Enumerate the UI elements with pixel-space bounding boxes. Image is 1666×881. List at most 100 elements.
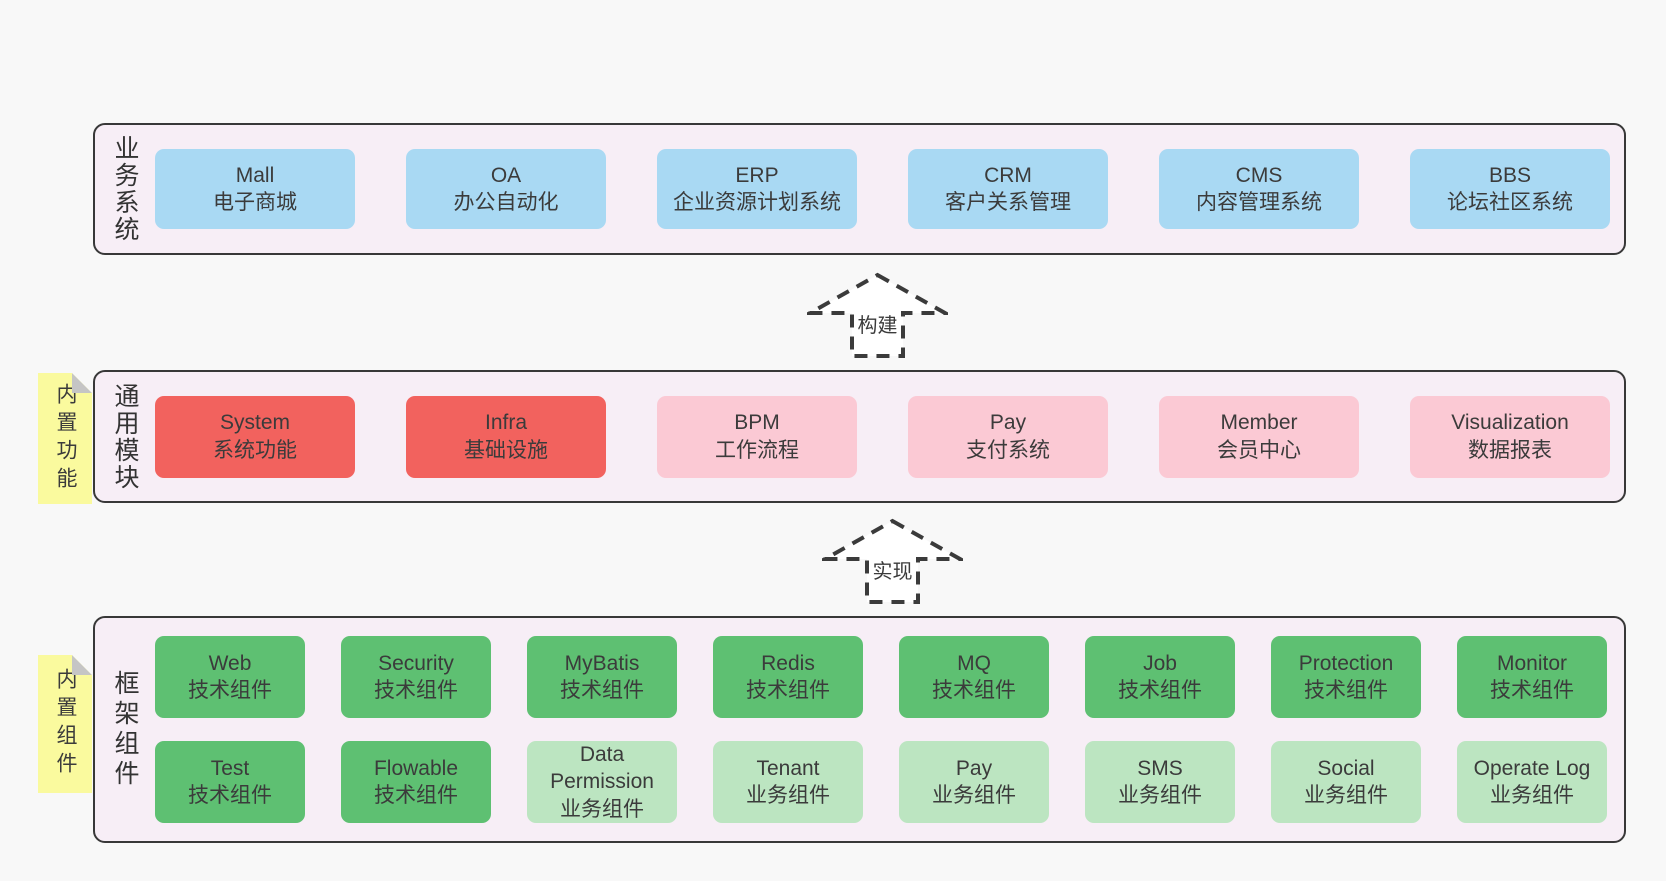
tier-rows: Web 技术组件 Security 技术组件 MyBatis 技术组件 Redi… [155, 618, 1624, 841]
box-title: Visualization [1451, 411, 1569, 435]
box-title: CMS [1235, 163, 1283, 187]
box-title: Infra [484, 411, 528, 435]
box-subtitle: 业务组件 [1490, 784, 1574, 807]
box-title: System [219, 411, 290, 435]
box-title: Member [1220, 411, 1298, 435]
up-arrow-shape [807, 272, 948, 358]
build-arrow: 构建 [807, 272, 948, 359]
up-arrow-icon: 实现 [822, 518, 963, 604]
box-security: Security 技术组件 [341, 636, 491, 718]
box-subtitle: 技术组件 [1304, 679, 1388, 702]
sticky-note-builtin-components: 内置组件 [38, 655, 92, 793]
box-subtitle: 技术组件 [188, 784, 272, 807]
sticky-note-builtin-features: 内置功能 [38, 373, 92, 504]
box-tenant: Tenant 业务组件 [713, 741, 863, 823]
box-subtitle: 工作流程 [715, 438, 799, 462]
tier-label-business-systems: 业务系统 [111, 135, 139, 243]
box-subtitle: 会员中心 [1217, 438, 1301, 462]
box-subtitle: 技术组件 [374, 784, 458, 807]
sticky-note-text: 内置组件 [54, 668, 77, 780]
tier-common-modules: 通用模块 System 系统功能 Infra 基础设施 BPM 工作流程 Pay… [93, 370, 1626, 503]
sticky-note-text: 内置功能 [54, 382, 77, 495]
box-title: Protection [1298, 651, 1394, 675]
box-social: Social 业务组件 [1271, 741, 1421, 823]
box-visualization: Visualization 数据报表 [1410, 395, 1610, 478]
box-row: System 系统功能 Infra 基础设施 BPM 工作流程 Pay 支付系统… [155, 395, 1610, 478]
box-operate-log: Operate Log 业务组件 [1457, 741, 1607, 823]
box-title: CRM [984, 163, 1032, 187]
box-member: Member 会员中心 [1159, 395, 1359, 478]
box-erp: ERP 企业资源计划系统 [657, 149, 857, 229]
box-pay-component: Pay 业务组件 [899, 741, 1049, 823]
box-subtitle: 企业资源计划系统 [673, 191, 841, 214]
implement-arrow: 实现 [822, 518, 963, 605]
tier-business-systems: 业务系统 Mall 电子商城 OA 办公自动化 ERP 企业资源计划系统 CRM… [93, 123, 1626, 255]
tier-rows: Mall 电子商城 OA 办公自动化 ERP 企业资源计划系统 CRM 客户关系… [155, 125, 1626, 253]
box-row: Web 技术组件 Security 技术组件 MyBatis 技术组件 Redi… [155, 636, 1608, 718]
box-subtitle: 系统功能 [213, 438, 297, 462]
box-mq: MQ 技术组件 [899, 636, 1049, 718]
box-data-permission: Data Permission 业务组件 [527, 741, 677, 823]
box-subtitle: 技术组件 [746, 679, 830, 702]
box-title: Operate Log [1473, 756, 1591, 780]
box-subtitle: 业务组件 [1304, 784, 1388, 807]
tier-rows: System 系统功能 Infra 基础设施 BPM 工作流程 Pay 支付系统… [155, 372, 1626, 501]
box-title: Monitor [1496, 651, 1568, 675]
box-subtitle: 内容管理系统 [1196, 191, 1322, 214]
box-job: Job 技术组件 [1085, 636, 1235, 718]
build-arrow-label: 构建 [858, 314, 898, 337]
box-flowable: Flowable 技术组件 [341, 741, 491, 823]
box-title: Flowable [373, 756, 459, 780]
box-title: MQ [957, 651, 991, 675]
box-title: Job [1143, 651, 1177, 675]
tier-label-framework-components: 框架组件 [111, 669, 139, 790]
box-mybatis: MyBatis 技术组件 [527, 636, 677, 718]
box-title: Tenant [756, 756, 820, 780]
box-subtitle: 技术组件 [932, 679, 1016, 702]
box-title: Security [378, 651, 454, 675]
box-mall: Mall 电子商城 [155, 149, 355, 229]
box-subtitle: 数据报表 [1468, 438, 1552, 462]
box-web: Web 技术组件 [155, 636, 305, 718]
box-title: BPM [734, 411, 780, 435]
box-title: BBS [1488, 163, 1532, 187]
box-subtitle: 业务组件 [746, 784, 830, 807]
box-subtitle: 技术组件 [1118, 679, 1202, 702]
box-title: Social [1317, 756, 1375, 780]
box-crm: CRM 客户关系管理 [908, 149, 1108, 229]
up-arrow-shape [822, 518, 963, 604]
box-title: Test [210, 756, 250, 780]
box-title: Web [208, 651, 252, 675]
box-infra: Infra 基础设施 [406, 395, 606, 478]
box-pay-module: Pay 支付系统 [908, 395, 1108, 478]
box-subtitle: 支付系统 [966, 438, 1050, 462]
box-subtitle: 技术组件 [1490, 679, 1574, 702]
box-title: Pay [955, 756, 993, 780]
tier-framework-components: 框架组件 Web 技术组件 Security 技术组件 MyBatis 技术组件… [93, 616, 1626, 843]
box-subtitle: 业务组件 [560, 797, 644, 821]
box-row: Mall 电子商城 OA 办公自动化 ERP 企业资源计划系统 CRM 客户关系… [155, 149, 1610, 229]
box-monitor: Monitor 技术组件 [1457, 636, 1607, 718]
box-redis: Redis 技术组件 [713, 636, 863, 718]
box-title: OA [490, 163, 522, 187]
box-subtitle: 客户关系管理 [945, 191, 1071, 214]
box-subtitle: 业务组件 [1118, 784, 1202, 807]
box-title: MyBatis [564, 651, 640, 675]
box-subtitle: 基础设施 [464, 438, 548, 462]
box-subtitle: 论坛社区系统 [1447, 191, 1573, 214]
box-title: ERP [735, 163, 779, 187]
box-subtitle: 办公自动化 [453, 191, 559, 214]
box-system: System 系统功能 [155, 395, 355, 478]
box-subtitle: 技术组件 [560, 679, 644, 702]
box-bpm: BPM 工作流程 [657, 395, 857, 478]
box-title: SMS [1137, 756, 1183, 780]
box-subtitle: 技术组件 [188, 679, 272, 702]
tier-label-common-modules: 通用模块 [111, 382, 139, 491]
box-cms: CMS 内容管理系统 [1159, 149, 1359, 229]
box-title: Redis [761, 651, 815, 675]
box-bbs: BBS 论坛社区系统 [1410, 149, 1610, 229]
implement-arrow-label: 实现 [873, 560, 913, 583]
box-subtitle: 业务组件 [932, 784, 1016, 807]
box-test: Test 技术组件 [155, 741, 305, 823]
